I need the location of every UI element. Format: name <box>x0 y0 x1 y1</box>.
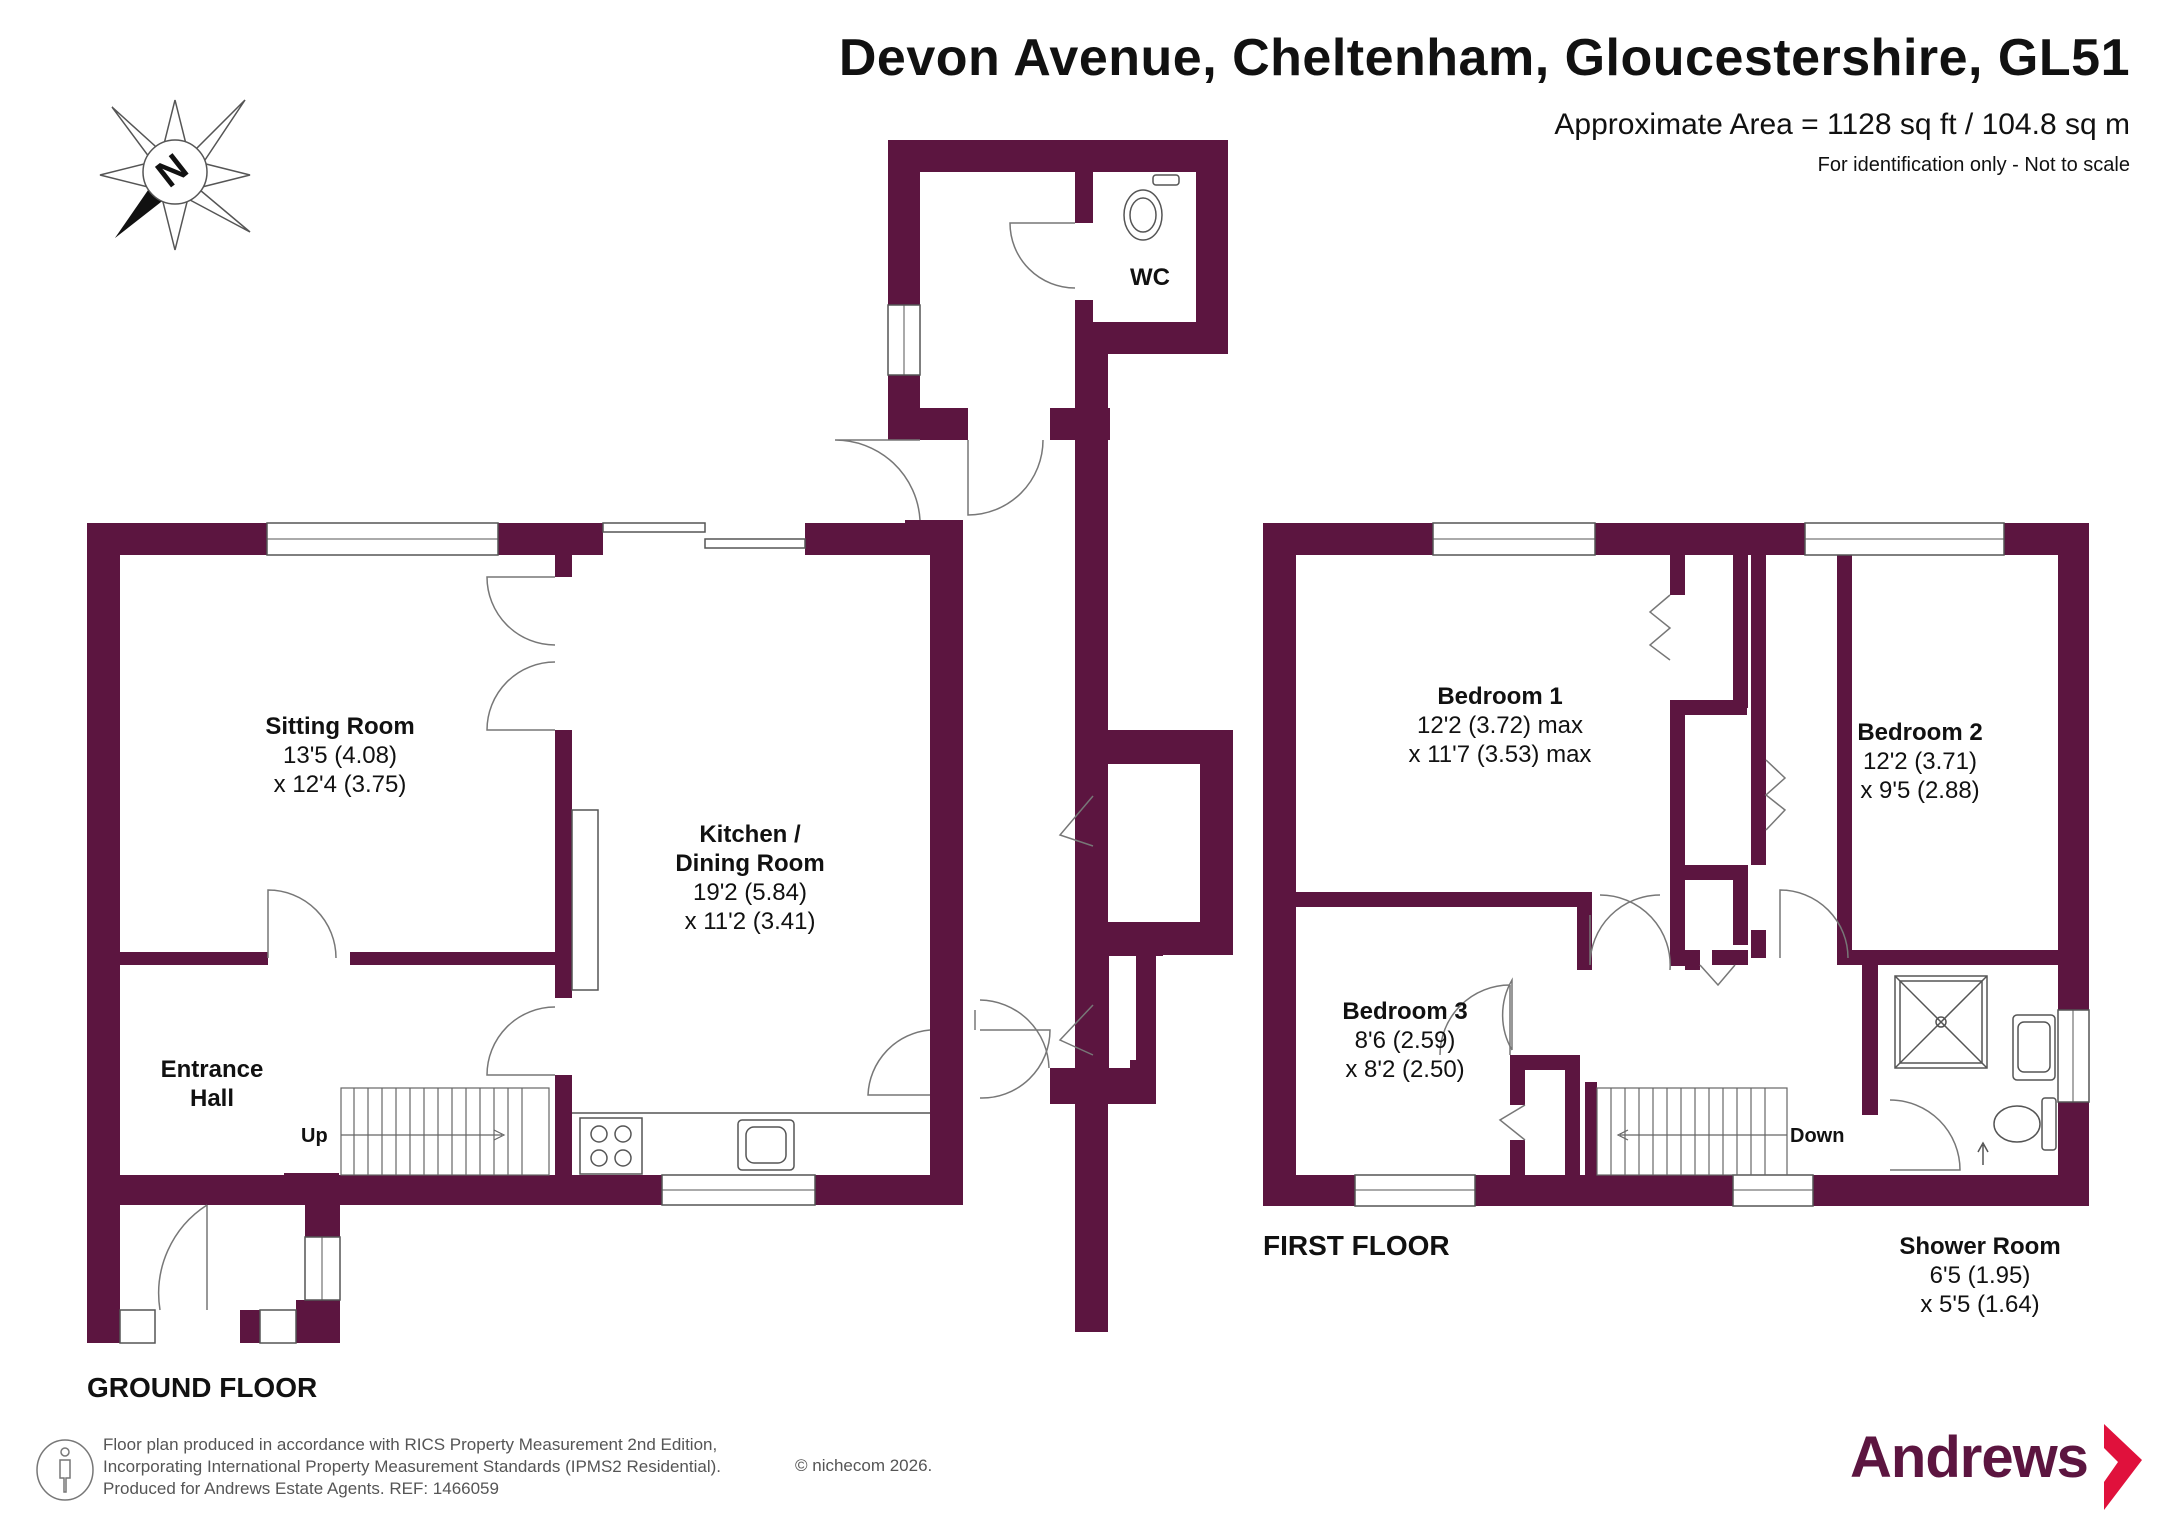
entrance-hall-label: Entrance Hall <box>160 1056 264 1112</box>
person-icon <box>36 1439 94 1501</box>
bedroom-2-label: Bedroom 2 12'2 (3.71) x 9'5 (2.88) <box>1857 719 1983 804</box>
scale-note: For identification only - Not to scale <box>1817 154 2130 176</box>
approximate-area: Approximate Area = 1128 sq ft / 104.8 sq… <box>1554 108 2130 141</box>
ground-floor-label: GROUND FLOOR <box>87 1372 318 1403</box>
bedroom-3-label: Bedroom 3 8'6 (2.59) x 8'2 (2.50) <box>1342 998 1468 1083</box>
wc-label: WC <box>1130 264 1170 291</box>
first-floor-label: FIRST FLOOR <box>1263 1230 1450 1261</box>
door-swings <box>157 222 1961 1311</box>
brand-logo: Andrews <box>1850 1425 2089 1490</box>
copyright: © nichecom 2026. <box>795 1456 933 1475</box>
fixtures <box>571 174 2057 1175</box>
bedroom-1-label: Bedroom 1 12'2 (3.72) max x 11'7 (3.53) … <box>1408 683 1592 768</box>
property-title: Devon Avenue, Cheltenham, Gloucestershir… <box>838 29 2130 87</box>
andrews-logo-icon <box>2104 1424 2142 1510</box>
footer-disclaimer: Floor plan produced in accordance with R… <box>103 1435 721 1498</box>
sitting-room-label: Sitting Room 13'5 (4.08) x 12'4 (3.75) <box>265 713 415 798</box>
stairs <box>340 1087 1788 1176</box>
shower-room-label: Shower Room 6'5 (1.95) x 5'5 (1.64) <box>1899 1233 2061 1318</box>
window-panes <box>267 305 2074 1300</box>
walls <box>87 140 2089 1343</box>
stairs-down-label: Down <box>1790 1125 1845 1147</box>
stairs-up-label: Up <box>301 1125 328 1147</box>
compass-icon <box>99 99 251 251</box>
kitchen-dining-label: Kitchen / Dining Room 19'2 (5.84) x 11'2… <box>675 821 825 935</box>
